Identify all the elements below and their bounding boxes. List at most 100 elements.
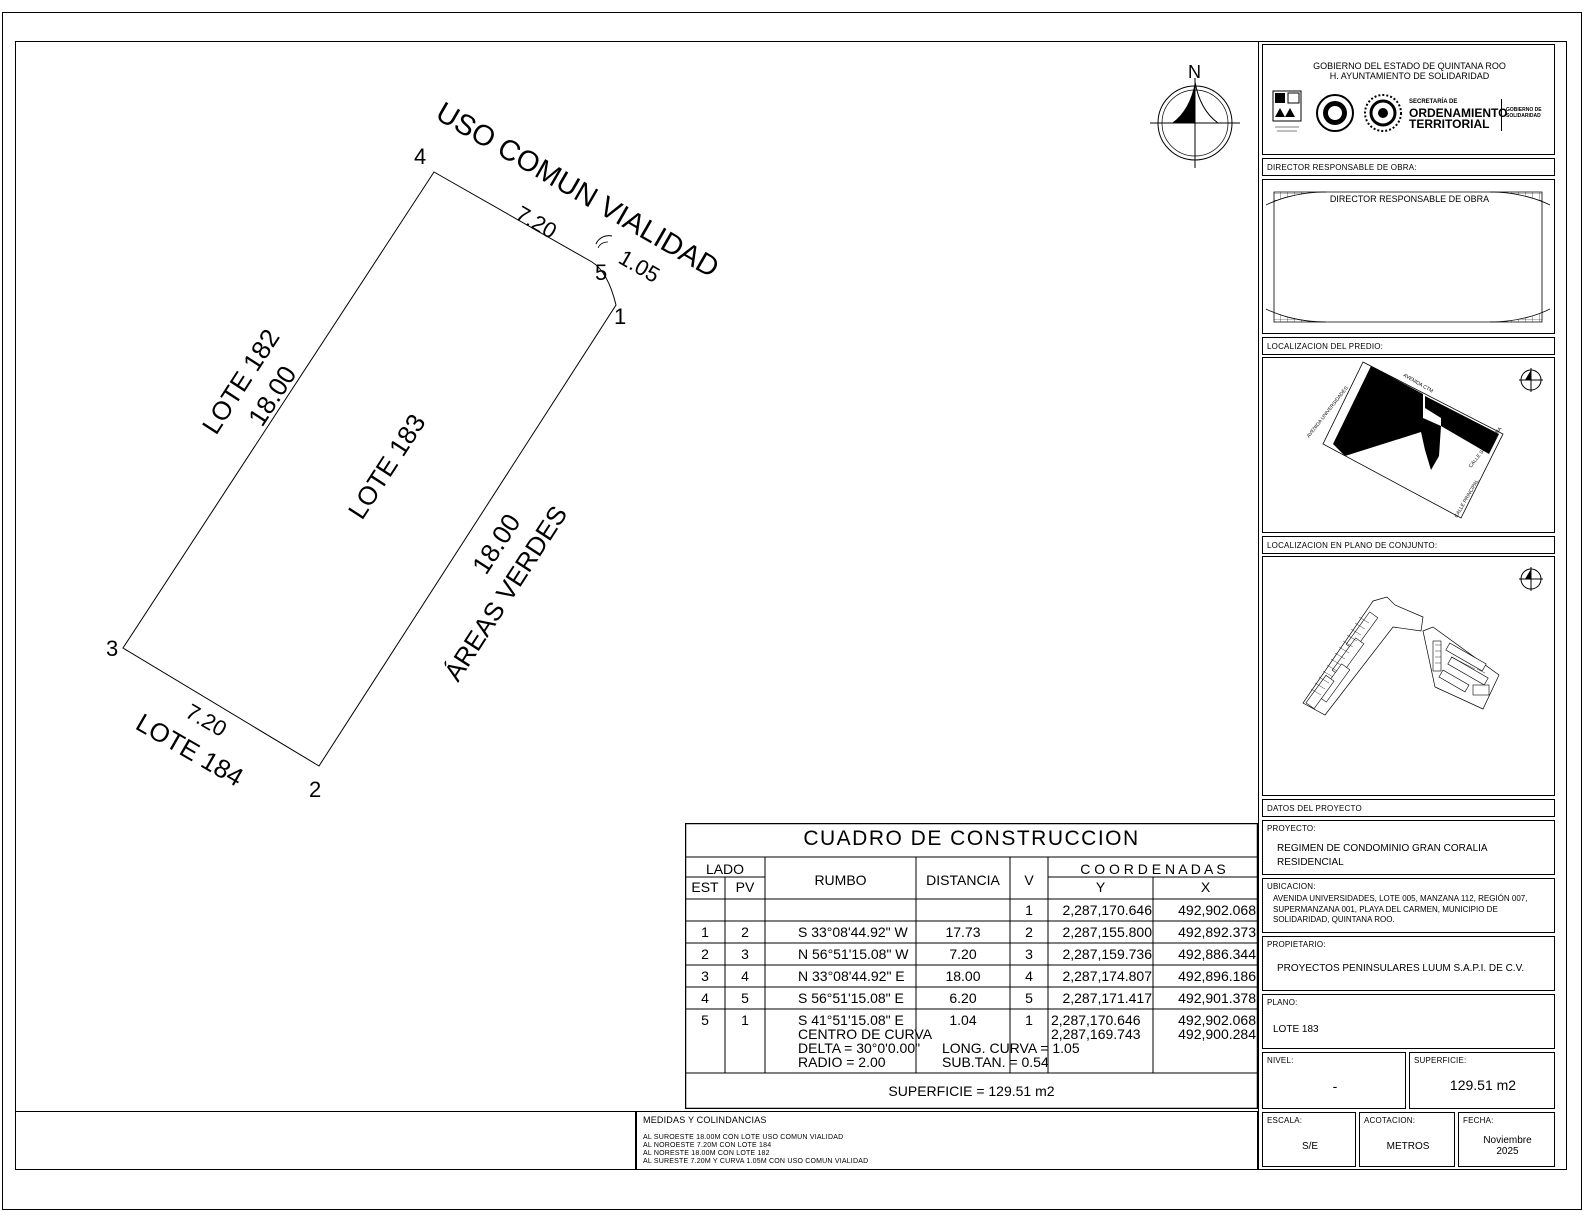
table-row-rumbo: N 56°51'15.08" W [798,946,909,962]
table-row-v: 5 [1025,990,1033,1006]
fecha-label: FECHA: [1463,1116,1494,1125]
lote-183-label: LOTE 183 [342,409,432,525]
title-block: GOBIERNO DEL ESTADO DE QUINTANA ROO H. A… [1258,41,1567,1170]
superficie-label: SUPERFICIE: [1414,1056,1467,1065]
lot-plan-drawing: 4 5 1 3 2 USO COMUN VIALIDAD 7.20 1.05 L… [106,62,1240,802]
construction-table: CUADRO DE CONSTRUCCION LADO EST PV RUMBO… [685,823,1258,1109]
curve-row-rumbo: S 41°51'15.08" E [798,1012,904,1028]
table-row-x: 492,901.378 [1178,990,1256,1006]
escala-box: ESCALA: S/E [1262,1112,1356,1167]
escala-value: S/E [1301,1141,1319,1152]
dim-top-7-20: 7.20 [512,201,562,244]
state-shield-icon [1272,90,1302,132]
table-row-pv: 3 [741,946,749,962]
municipal-seal-icon [1316,94,1354,132]
sec-line-1: ORDENAMIENTO [1409,106,1508,120]
sec-line-2: TERRITORIAL [1409,117,1490,131]
acotacion-value: METROS [1386,1141,1430,1152]
header-v: V [1024,872,1034,888]
dro-label-box: DIRECTOR RESPONSABLE DE OBRA: [1262,158,1555,176]
vertex-1: 1 [614,304,626,329]
table-superficie: SUPERFICIE = 129.51 m2 [888,1083,1055,1099]
curve-row-x1: 492,902.068 [1178,1012,1256,1028]
proyecto-value: REGIMEN DE CONDOMINIO GRAN CORALIA RESID… [1277,843,1488,868]
blank-notes-box [15,1111,636,1170]
curve-row-x2: 492,900.284 [1178,1026,1256,1042]
compass-icon [1519,567,1543,591]
superficie-value: 129.51 m2 [1449,1077,1517,1093]
curve-delta: DELTA = 30°0'0.00" [798,1040,921,1056]
table-row-est: 1 [701,924,709,940]
header-distancia: DISTANCIA [926,872,1000,888]
table-row-rumbo: S 56°51'15.08" E [798,990,904,1006]
nivel-box: NIVEL: - [1262,1052,1406,1109]
curve-row-est: 5 [701,1012,709,1028]
medidas-line: AL NOROESTE 7.20M CON LOTE 184 [643,1142,772,1149]
table-row-0-y: 2,287,170.646 [1062,902,1152,918]
sec-small: SECRETARÍA DE [1409,99,1458,105]
svg-text:N: N [1188,62,1201,82]
fecha-year: 2025 [1496,1146,1519,1157]
table-title: CUADRO DE CONSTRUCCION [803,827,1140,850]
curve-arc-symbol [595,235,613,245]
vertex-2: 2 [309,777,321,802]
loc-predio-map: AVENIDA UNIVERSIDADES AVENIDA CTM CALLE … [1262,357,1555,533]
table-row-v: 4 [1025,968,1033,984]
table-row-y: 2,287,171.417 [1062,990,1152,1006]
table-row-x: 492,892.373 [1178,924,1256,940]
loc-conjunto-map [1262,556,1555,796]
table-row-y: 2,287,159.736 [1062,946,1152,962]
table-row-pv: 4 [741,968,749,984]
header-coordenadas: C O O R D E N A D A S [1080,861,1226,877]
dro-stamp-title: DIRECTOR RESPONSABLE DE OBRA [1329,194,1490,204]
curve-long: LONG. CURVA = 1.05 [942,1040,1080,1056]
medidas-line: AL NORESTE 18.00M CON LOTE 182 [643,1150,770,1157]
datos-label-box: DATOS DEL PROYECTO [1262,799,1555,817]
fecha-month: Noviembre [1483,1135,1532,1146]
table-row-x: 492,896.186 [1178,968,1256,984]
table-row-dist: 18.00 [945,968,981,984]
table-row-rumbo: S 33°08'44.92" W [798,924,908,940]
gob-solidaridad-small: GOBIERNO DE SOLIDARIDAD [1506,107,1542,119]
propietario-value: PROYECTOS PENINSULARES LUUM S.A.P.I. DE … [1277,963,1525,974]
vertex-4: 4 [414,144,426,169]
vertex-5: 5 [595,260,607,285]
curve-row-v: 1 [1025,1012,1033,1028]
table-row-y: 2,287,174.807 [1062,968,1152,984]
curve-centro: CENTRO DE CURVA [798,1026,933,1042]
table-row-dist: 6.20 [949,990,977,1006]
table-row-y: 2,287,155.800 [1062,924,1152,940]
curve-row-y1: 2,287,170.646 [1051,1012,1141,1028]
north-arrow-icon: N [1150,62,1240,168]
dro-stamp-grid [1266,191,1550,323]
medidas-line: AL SURESTE 7.20M Y CURVA 1.05M CON USO C… [643,1158,869,1165]
plano-label: PLANO: [1267,998,1298,1007]
curve-row-dist: 1.04 [949,1012,977,1028]
proyecto-label: PROYECTO: [1267,824,1316,833]
escala-label: ESCALA: [1267,1116,1303,1125]
compass-icon [1519,368,1543,392]
header-panel: GOBIERNO DEL ESTADO DE QUINTANA ROO H. A… [1262,44,1555,155]
header-y: Y [1095,879,1106,895]
gov-line-1: GOBIERNO DEL ESTADO DE QUINTANA ROO [1313,61,1506,71]
vertex-3: 3 [106,636,118,661]
road-label: USO COMUN VIALIDAD [431,96,725,284]
table-row-rumbo: N 33°08'44.92" E [798,968,905,984]
table-row-v: 3 [1025,946,1033,962]
ubicacion-box: UBICACION: AVENIDA UNIVERSIDADES, LOTE 0… [1262,878,1555,933]
acotacion-label: ACOTACION: [1364,1116,1416,1125]
table-row-pv: 5 [741,990,749,1006]
nivel-label: NIVEL: [1267,1056,1294,1065]
header-rumbo: RUMBO [814,872,867,888]
table-row-dist: 17.73 [945,924,981,940]
table-row-0-v: 1 [1025,902,1033,918]
curve-row-y2: 2,287,169.743 [1051,1026,1141,1042]
curve-subtan: SUB.TAN. = 0.54 [942,1054,1049,1070]
curve-row-pv: 1 [741,1012,749,1028]
table-row-dist: 7.20 [949,946,977,962]
curve-radio: RADIO = 2.00 [798,1054,886,1070]
outer-frame [2,12,1582,1210]
fecha-box: FECHA: Noviembre 2025 [1458,1112,1555,1167]
table-row-x: 492,886.344 [1178,946,1256,962]
table-row-est: 2 [701,946,709,962]
